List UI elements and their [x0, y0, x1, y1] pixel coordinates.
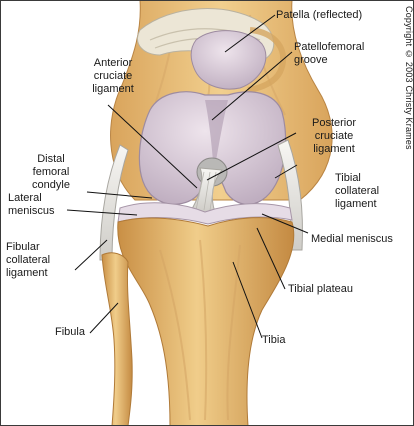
patellofemoral-groove-shade — [205, 100, 228, 172]
label-lateral-meniscus: Lateral meniscus — [8, 192, 55, 217]
fibula — [101, 252, 133, 426]
leader-pcl — [206, 132, 297, 181]
label-posterior-cruciate-ligament: Posterior cruciate ligament — [311, 117, 357, 155]
patella-bone-rim — [247, 27, 287, 93]
leader-medial-meniscus — [261, 213, 309, 234]
copyright-notice: Copyright © 2003 Christy Krames — [404, 6, 414, 150]
leader-tibia — [232, 261, 263, 339]
cruciate-fibers — [195, 171, 217, 211]
label-fibular-collateral-ligament: Fibular collateral ligament — [6, 241, 51, 279]
label-tibial-collateral-ligament: Tibial collateral ligament — [335, 172, 380, 210]
leader-tibial-plateau — [256, 227, 286, 290]
leader-acl — [107, 104, 198, 189]
leader-tibial-collateral — [274, 164, 298, 179]
leader-fibula — [89, 302, 119, 334]
leader-lateral-meniscus — [66, 209, 138, 216]
label-patella: Patella (reflected) — [276, 9, 363, 21]
leader-patella — [224, 14, 276, 53]
leader-lines — [66, 14, 309, 339]
label-tibial-plateau: Tibial plateau — [288, 283, 354, 295]
label-patellofemoral-groove: Patellofemoral groove — [294, 41, 365, 66]
label-tibia: Tibia — [262, 334, 286, 346]
label-medial-meniscus: Medial meniscus — [311, 233, 393, 245]
label-fibula: Fibula — [55, 326, 85, 338]
leader-condyle — [86, 191, 153, 199]
label-anterior-cruciate-ligament: Anterior cruciate ligament — [92, 57, 134, 95]
menisci — [117, 202, 293, 225]
tibia-texture — [159, 239, 241, 421]
label-distal-femoral-condyle: Distal femoral condyle — [32, 153, 70, 191]
leader-groove — [211, 51, 293, 121]
fibular-collateral-ligament-shape — [99, 144, 129, 261]
leader-fibular-collateral — [74, 239, 108, 271]
patella — [190, 30, 267, 90]
